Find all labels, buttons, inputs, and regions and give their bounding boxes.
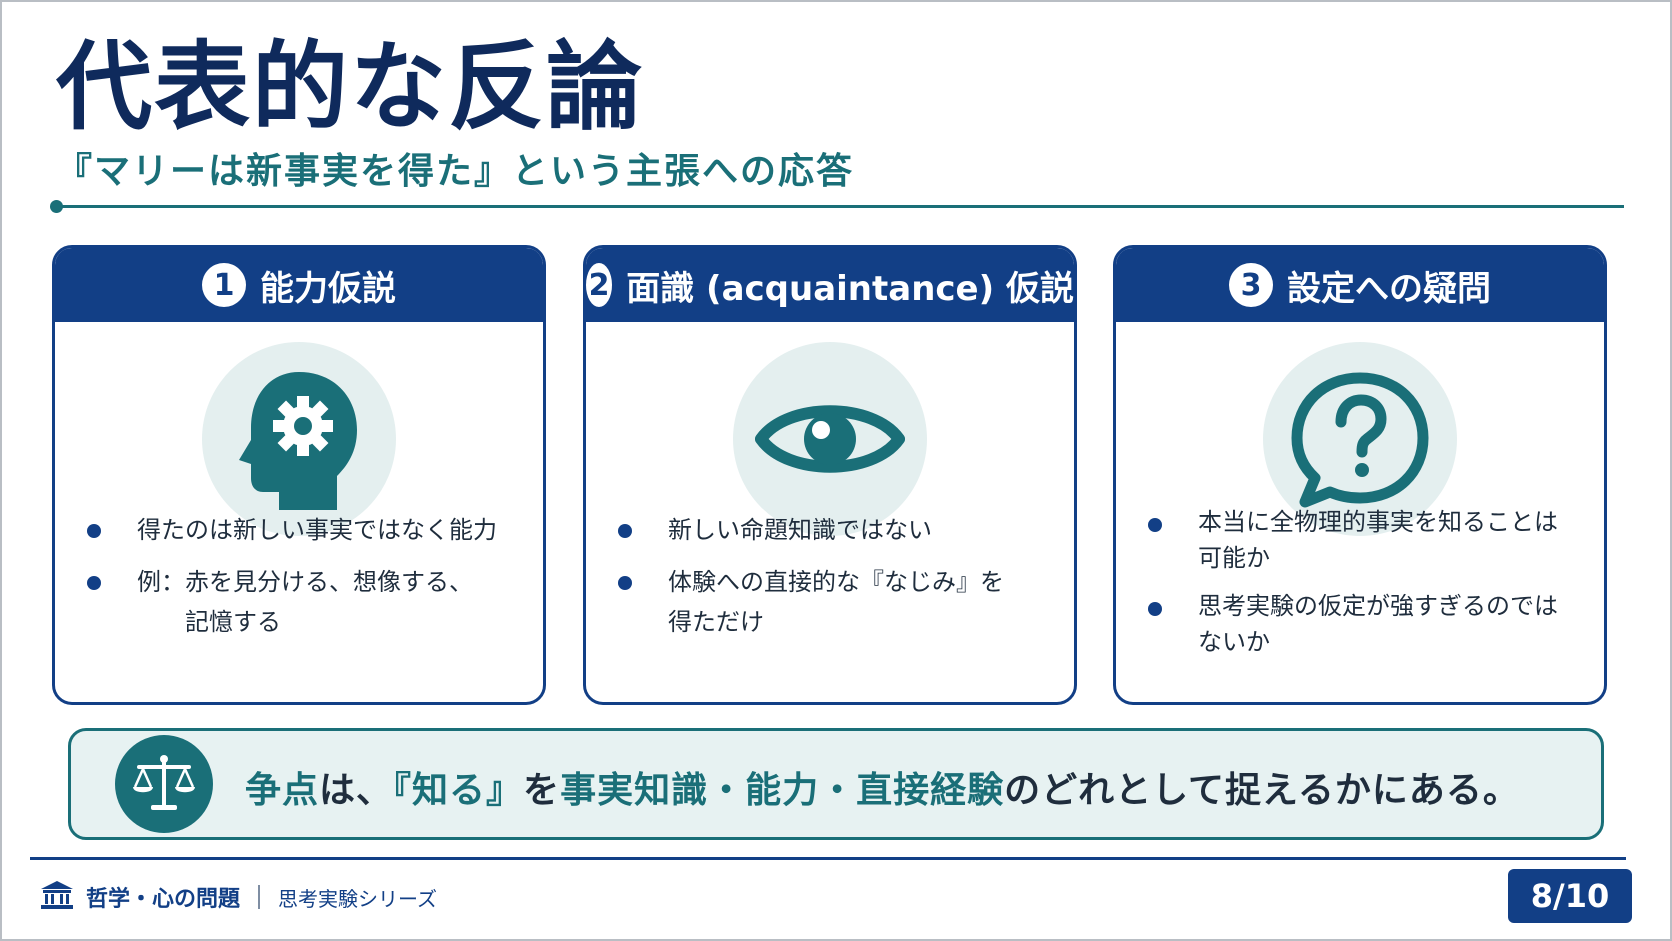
card-title: 能力仮説 — [260, 268, 396, 309]
balance-scale-icon — [115, 735, 213, 833]
card-header: 1 能力仮説 — [55, 248, 543, 322]
footer: 哲学・心の問題 思考実験シリーズ — [40, 880, 437, 914]
card-header: 3 設定への疑問 — [1116, 248, 1604, 322]
summary-box: 争点は、『知る』を事実知識・能力・直接経験のどれとして捉えるかにある。 — [68, 728, 1604, 840]
bullet-item: 例：赤を見分ける、想像する、 記憶する — [83, 562, 523, 642]
question-bubble-icon — [1263, 342, 1457, 536]
footer-series-subtitle: 思考実験シリーズ — [278, 886, 438, 911]
institution-icon — [40, 880, 74, 914]
card-setup-question: 3 設定への疑問 本当に全物理的事実を知ることは 可能か 思考実験の仮定が強すぎ… — [1113, 245, 1607, 705]
card-header: 2 面識 (acquaintance) 仮説 — [586, 248, 1074, 322]
summary-keyword: 争点 — [245, 770, 320, 811]
bullet-list: 新しい命題知識ではない 体験への直接的な『なじみ』を 得ただけ — [614, 510, 1054, 654]
footer-series-title: 哲学・心の問題 — [86, 887, 241, 912]
summary-keyword: 『知る』 — [393, 770, 524, 811]
summary-connector: は、 — [319, 770, 394, 811]
bullet-list: 本当に全物理的事実を知ることは 可能か 思考実験の仮定が強すぎるのでは ないか — [1144, 504, 1584, 672]
bullet-item: 得たのは新しい事実ではなく能力 — [83, 510, 523, 550]
summary-keyword: 事実知識・能力・直接経験 — [560, 770, 1005, 811]
bullet-item: 思考実験の仮定が強すぎるのでは ないか — [1144, 588, 1584, 660]
title-divider-dot — [50, 200, 63, 213]
bullet-list: 得たのは新しい事実ではなく能力 例：赤を見分ける、想像する、 記憶する — [83, 510, 523, 654]
bullet-item: 体験への直接的な『なじみ』を 得ただけ — [614, 562, 1054, 642]
card-title: 面識 (acquaintance) 仮説 — [626, 268, 1074, 309]
head-gear-icon — [202, 342, 396, 536]
summary-connector: を — [523, 770, 561, 811]
bullet-item: 新しい命題知識ではない — [614, 510, 1054, 550]
title-divider — [58, 205, 1624, 208]
footer-separator — [258, 885, 261, 909]
eye-icon — [733, 342, 927, 536]
page-subtitle: 『マリーは新事実を得た』という主張への応答 — [56, 151, 855, 192]
summary-connector: のどれとして捉えるかにある。 — [1004, 770, 1520, 811]
card-number-badge: 2 — [586, 263, 613, 307]
card-number-badge: 3 — [1229, 263, 1273, 307]
bullet-item: 本当に全物理的事実を知ることは 可能か — [1144, 504, 1584, 576]
card-ability-hypothesis: 1 能力仮説 得たのは新しい事実で — [52, 245, 546, 705]
summary-text: 争点は、『知る』を事実知識・能力・直接経験のどれとして捉えるかにある。 — [245, 761, 1520, 813]
footer-divider — [30, 857, 1626, 860]
card-number-badge: 1 — [202, 263, 246, 307]
page-number: 8/10 — [1508, 869, 1632, 923]
card-title: 設定への疑問 — [1287, 268, 1491, 309]
card-acquaintance-hypothesis: 2 面識 (acquaintance) 仮説 新しい命題知識ではない 体験への直… — [583, 245, 1077, 705]
page-title: 代表的な反論 — [56, 31, 644, 143]
